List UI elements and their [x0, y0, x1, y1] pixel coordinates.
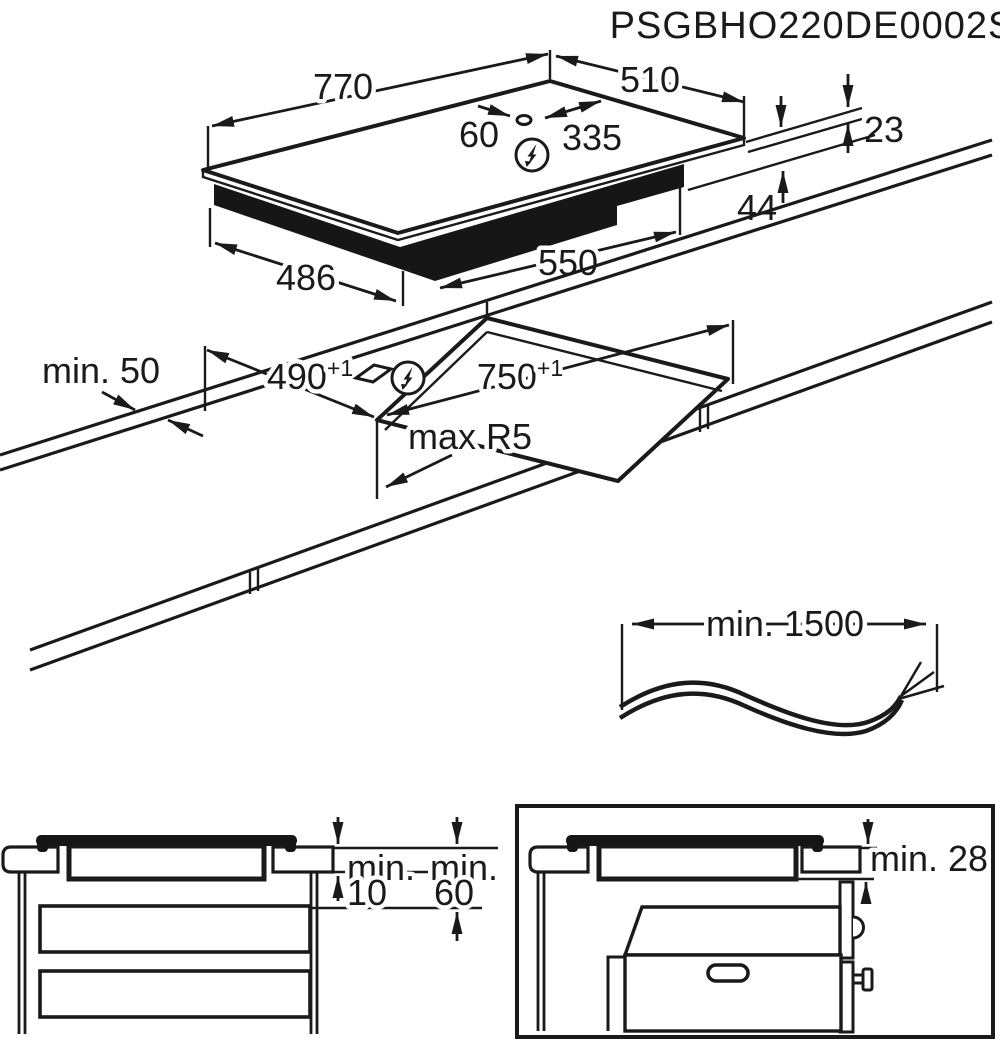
oven-top-face: [622, 905, 842, 957]
hob-glass-surface: [201, 79, 746, 235]
power-connection-icon: [514, 137, 550, 173]
dim-line-750: [386, 323, 730, 417]
glass-lip-right: [812, 838, 823, 852]
cable-entry-point: [515, 114, 533, 126]
arrow-maxR5: [385, 453, 453, 489]
label-min-1: min.: [347, 847, 415, 888]
oven-door-edge: [606, 955, 625, 1031]
dim-min28: min. 28: [870, 838, 988, 879]
dim-335: 335: [562, 117, 622, 158]
worktop-left-block: [528, 845, 590, 874]
dim-line-770: [211, 52, 549, 128]
wall-line-pair: [0, 138, 993, 472]
hob-glass-section: [566, 835, 824, 846]
break-marks: [248, 406, 710, 594]
dim-486: 486: [276, 257, 336, 298]
dim-line-486: [214, 241, 397, 303]
cable-wire-ends: [899, 661, 945, 700]
dim-line-60: [477, 104, 511, 118]
dim-23: 23: [864, 109, 904, 150]
reference-lines: [310, 846, 498, 910]
hob-body-section: [596, 843, 799, 882]
cable-entry-flag-icon: [352, 363, 395, 384]
dim-line-510: [555, 54, 745, 104]
cable-curve-bottom: [618, 691, 905, 737]
oven-clearance-view: min. 28: [515, 804, 995, 1039]
dim-10: 10: [347, 872, 387, 913]
worktop-front-edge-pair: [29, 300, 993, 672]
dim-maxR5: max R5: [408, 416, 532, 457]
divider-panel-upper: [838, 880, 855, 960]
dim-510: 510: [620, 59, 680, 100]
glass-lip-right: [285, 838, 296, 852]
dim-60b: 60: [434, 872, 474, 913]
oven-handle: [706, 963, 750, 983]
body-bottom-reference-line: [687, 133, 876, 192]
drawer-lower: [38, 969, 312, 1019]
cable-curve-top: [618, 680, 904, 728]
hob-top-view: 770 510 60 335 23 44 486 550: [201, 50, 909, 306]
hob-body-section: [66, 843, 267, 882]
dim-490: 490+1: [267, 355, 353, 397]
cable-dim-extensions: [620, 624, 939, 710]
label-min-2: min.: [430, 847, 498, 888]
glass-edge-reference-lines: [745, 106, 863, 154]
glass-lip-left: [567, 838, 578, 852]
power-cable-view: min. 1500: [618, 599, 945, 737]
dim-750: 750+1: [477, 355, 563, 397]
dim-min50: min. 50: [42, 350, 160, 391]
dim-line-550: [439, 230, 677, 290]
hinge-bump: [852, 915, 865, 940]
reference-lines: [795, 846, 877, 881]
arrow-min50-upper: [101, 390, 136, 412]
view-frame: [515, 804, 995, 1039]
oven-front-face: [623, 953, 843, 1033]
glass-lip-left: [37, 838, 48, 852]
worktop-cutout-view: min. 50 490+1 750+1 max R5: [0, 138, 993, 672]
dim-770: 770: [313, 66, 373, 107]
dim-line-490: [206, 348, 375, 419]
cabinet-clearance-view: min. 10 min. 60: [1, 817, 503, 1034]
dim-550: 550: [538, 242, 598, 283]
arrow-min50-lower: [167, 418, 204, 438]
drawer-upper: [38, 904, 312, 954]
dimension-extension-lines: [206, 50, 746, 306]
dim-min1500: min. 1500: [706, 603, 864, 644]
knob-cap: [861, 967, 874, 992]
cabinet-side-walls: [17, 872, 319, 1034]
worktop-right-block: [800, 845, 862, 874]
dim-44: 44: [737, 187, 777, 228]
worktop-right-block: [271, 845, 335, 874]
cabinet-left-wall: [536, 872, 546, 1031]
dim-60: 60: [459, 114, 499, 155]
hob-glass-edge-thickness: [201, 138, 746, 242]
worktop-left-block: [1, 845, 60, 874]
hob-glass-section: [36, 835, 297, 846]
diagram-title: PSGBHO220DE0002S: [610, 5, 1000, 47]
power-connection-icon: [390, 360, 426, 396]
dim-line-335: [544, 99, 602, 120]
